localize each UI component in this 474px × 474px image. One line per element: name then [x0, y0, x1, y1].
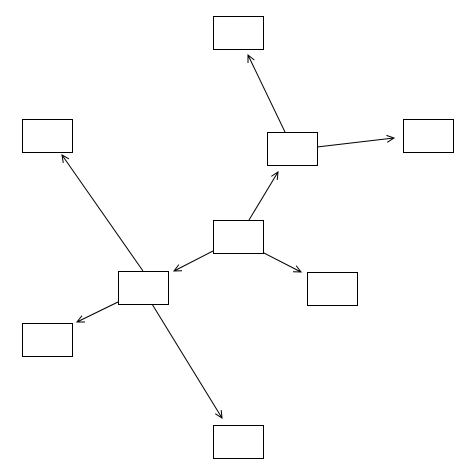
node-upper-right-hub: [267, 132, 318, 166]
node-box: [403, 119, 454, 153]
edge-line: [151, 303, 223, 419]
node-top: [213, 16, 264, 50]
arrowhead-icon: [271, 171, 279, 181]
edge-left-hub-to-upper-left: [61, 154, 144, 272]
node-box: [213, 16, 264, 50]
node-box: [118, 271, 169, 305]
edge-line: [247, 54, 286, 133]
nodes-layer: [22, 16, 454, 459]
node-center: [213, 220, 264, 254]
edges-layer: [61, 53, 396, 419]
arrowhead-icon: [75, 315, 86, 323]
edge-upper-right-hub-to-top: [247, 53, 286, 133]
node-far-right: [403, 119, 454, 153]
node-upper-left: [22, 119, 73, 153]
edge-line: [316, 137, 395, 148]
edge-line: [261, 251, 302, 273]
arrowhead-icon: [215, 409, 223, 419]
node-right-mid: [307, 272, 358, 306]
edge-center-to-left-hub: [172, 250, 214, 272]
node-box: [22, 323, 73, 357]
node-lower-left: [22, 323, 73, 357]
edge-center-to-right-mid: [261, 251, 303, 273]
arrowhead-icon: [172, 264, 183, 272]
arrowhead-icon: [61, 154, 70, 163]
node-left-hub: [118, 271, 169, 305]
node-box: [22, 119, 73, 153]
arrowhead-icon: [386, 134, 396, 143]
node-bottom: [213, 425, 264, 459]
edge-upper-right-hub-to-far-right: [316, 134, 396, 148]
node-box: [213, 425, 264, 459]
edge-left-hub-to-lower-left: [75, 301, 119, 323]
node-box: [307, 272, 358, 306]
edge-line: [61, 154, 144, 272]
arrowhead-icon: [292, 265, 303, 273]
node-box: [213, 220, 264, 254]
edge-line: [173, 250, 214, 272]
node-box: [267, 132, 318, 166]
edge-center-to-upper-right-hub: [248, 171, 279, 221]
edge-left-hub-to-bottom: [151, 303, 223, 419]
edge-line: [248, 171, 279, 221]
arrowhead-icon: [247, 53, 255, 64]
edge-line: [76, 301, 119, 323]
